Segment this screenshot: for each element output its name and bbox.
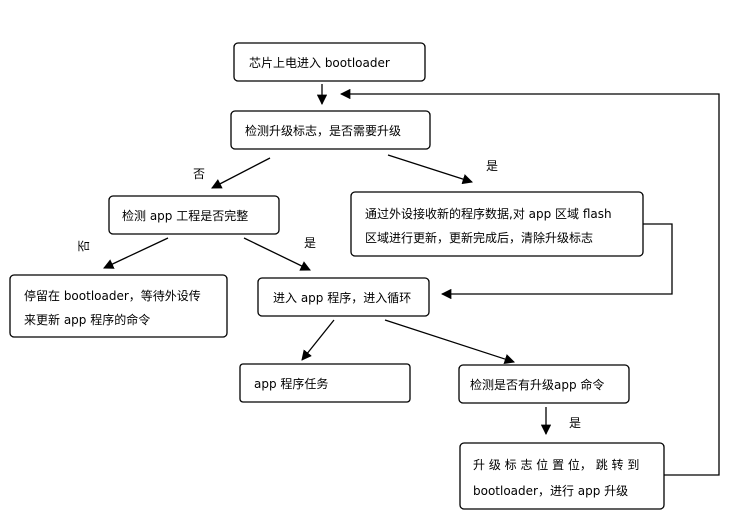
arrow-update-to-enterapp — [440, 223, 673, 300]
arrow-appcomplete-to-enterapp — [243, 237, 311, 271]
node-label-line1: 停留在 bootloader，等待外设传 — [24, 288, 201, 303]
node-enter-app-loop: 进入 app 程序，进入循环 — [257, 277, 430, 317]
node-label: 检测升级标志，是否需要升级 — [245, 123, 401, 138]
arrow-check-to-appcomplete — [211, 157, 271, 189]
node-label: 检测 app 工程是否完整 — [122, 208, 248, 223]
edge-label-no: 否 — [77, 240, 91, 252]
arrow-appcomplete-to-stay — [103, 237, 169, 269]
node-app-tasks: app 程序任务 — [239, 363, 411, 403]
node-set-upgrade-flag: 升 级 标 志 位 置 位， 跳 转 到 bootloader，进行 app 升… — [459, 442, 665, 510]
arrow-enterapp-to-checkcmd — [384, 319, 515, 365]
node-label-line1: 升 级 标 志 位 置 位， 跳 转 到 — [473, 457, 639, 472]
arrow-enterapp-to-tasks — [301, 319, 335, 361]
node-label: 进入 app 程序，进入循环 — [273, 290, 411, 305]
node-label: 芯片上电进入 bootloader — [249, 56, 390, 70]
node-update-flash: 通过外设接收新的程序数据,对 app 区域 flash 区域进行更新，更新完成后… — [350, 191, 644, 257]
edge-label-no: 否 — [193, 167, 205, 181]
node-label-line2: 来更新 app 程序的命令 — [24, 312, 150, 327]
arrow-setflag-to-check-loop — [339, 88, 720, 476]
node-check-upgrade-cmd: 检测是否有升级app 命令 — [458, 364, 630, 404]
node-stay-bootloader: 停留在 bootloader，等待外设传 来更新 app 程序的命令 — [9, 274, 228, 338]
node-label-line2: bootloader，进行 app 升级 — [473, 484, 628, 498]
arrow-check-to-update — [387, 154, 473, 185]
node-chip-power-on: 芯片上电进入 bootloader — [233, 42, 426, 82]
edge-label-yes: 是 — [569, 416, 581, 430]
node-check-app-complete: 检测 app 工程是否完整 — [108, 195, 280, 235]
connectors — [103, 84, 720, 476]
edge-label-yes: 是 — [304, 236, 316, 250]
edge-label-yes: 是 — [486, 159, 498, 173]
node-check-upgrade-flag: 检测升级标志，是否需要升级 — [230, 110, 431, 150]
node-label: 检测是否有升级app 命令 — [470, 377, 604, 392]
node-label-line1: 通过外设接收新的程序数据,对 app 区域 flash — [365, 206, 612, 221]
node-label: app 程序任务 — [254, 376, 328, 391]
node-label-line2: 区域进行更新，更新完成后，清除升级标志 — [365, 230, 593, 245]
